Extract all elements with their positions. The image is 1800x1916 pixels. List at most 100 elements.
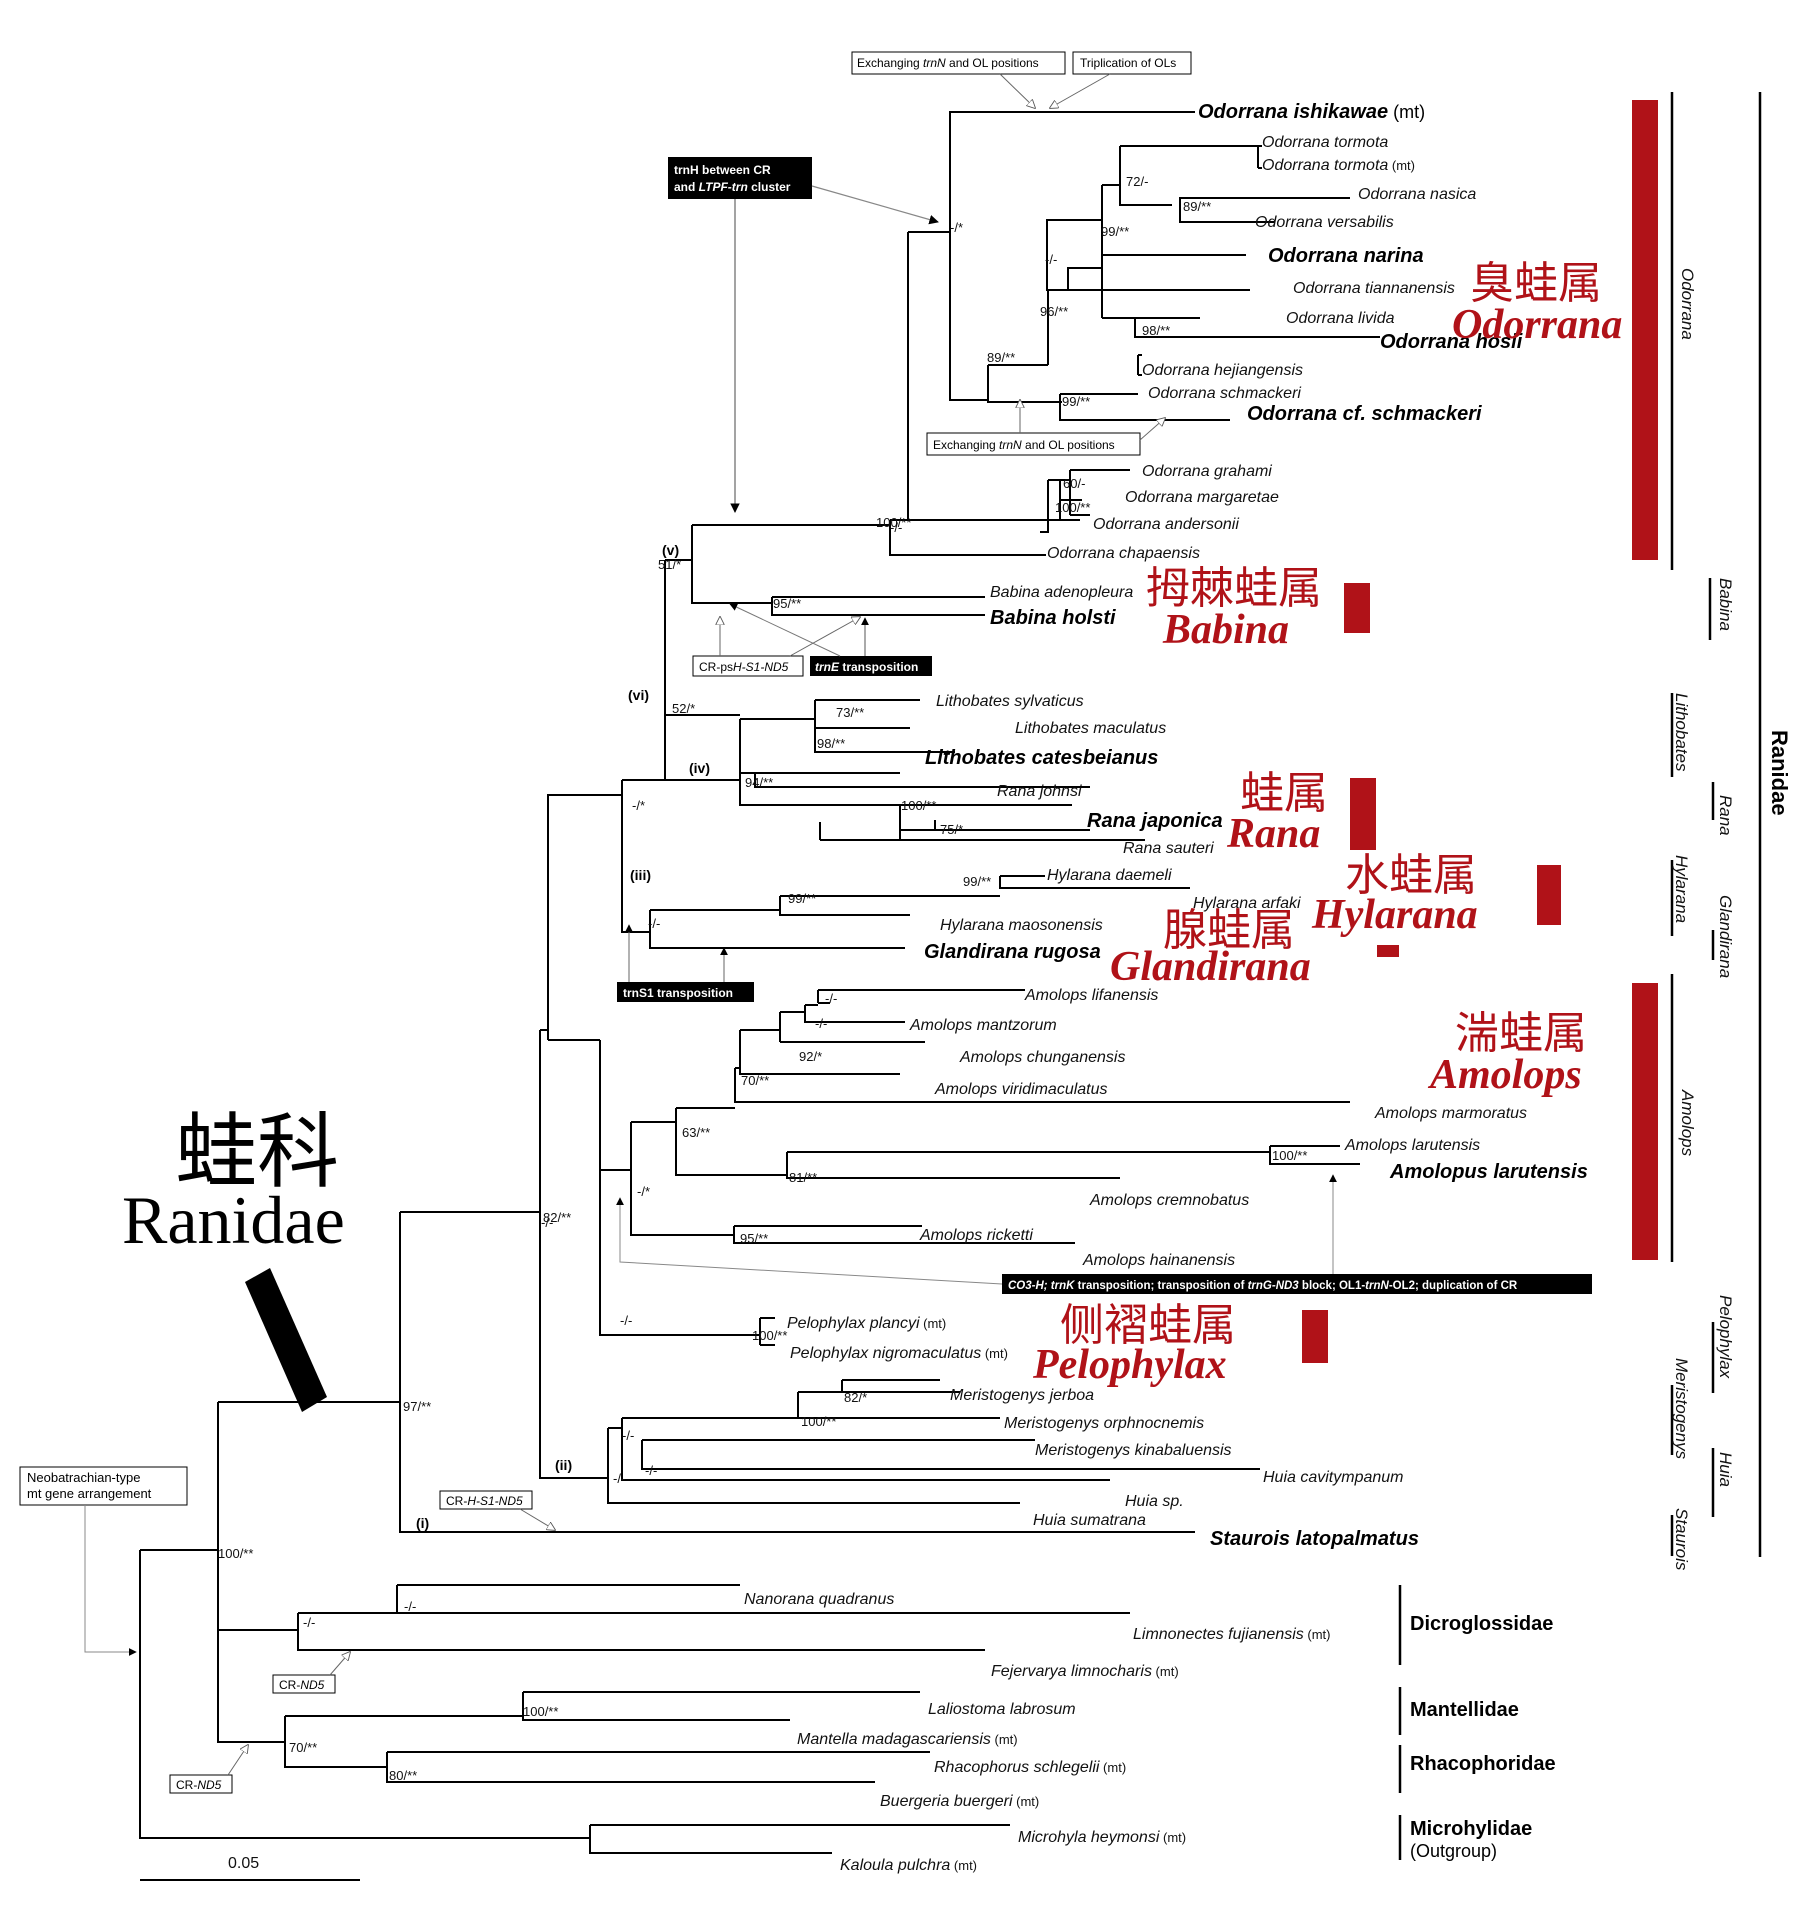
family-rhacophoridae: Rhacophoridae [1410, 1753, 1556, 1775]
cn-pelophylax: 侧褶蛙属 [1060, 1300, 1236, 1351]
taxon-label: Amolops hainanensis [1082, 1252, 1235, 1269]
taxon-label: Glandirana rugosa [924, 941, 1101, 963]
support-values: 72/-89/**99/**-/-96/**98/**89/**-/*99/**… [218, 174, 1307, 1783]
support-value: -/* [632, 798, 645, 813]
support-value: -/- [620, 1313, 632, 1328]
annotation-triplication: Triplication of OLs [1080, 56, 1176, 70]
support-value: -/* [637, 1184, 650, 1199]
side-odorrana: Odorrana [1678, 268, 1697, 340]
taxon-label: Fejervarya limnocharis (mt) [991, 1663, 1179, 1680]
taxon-label: Amolops lifanensis [1024, 987, 1158, 1004]
taxon-label: Odorrana narina [1268, 245, 1424, 267]
support-value: 82/* [844, 1390, 867, 1405]
taxon-label: Odorrana versabilis [1255, 214, 1394, 231]
ranidae-marker-bar [245, 1268, 327, 1412]
side-rana: Rana [1716, 795, 1735, 836]
taxon-label: Hylarana daemeli [1047, 867, 1172, 884]
annotations: Exchanging trnN and OL positions Triplic… [19, 51, 1592, 1794]
taxon-label: Odorrana hosii [1380, 331, 1523, 353]
taxon-label: Meristogenys jerboa [950, 1387, 1094, 1404]
cn-hylarana: 水蛙属 [1345, 850, 1477, 901]
support-value: 100/** [1272, 1148, 1307, 1163]
support-value: 89/** [987, 350, 1015, 365]
support-value: 89/** [1183, 199, 1211, 214]
taxon-label: Hylarana arfaki [1193, 895, 1301, 912]
support-value: 100/** [523, 1704, 558, 1719]
support-value: 97/** [403, 1399, 431, 1414]
support-value: -/- [645, 1463, 657, 1478]
scale-bar-label: 0.05 [228, 1855, 259, 1872]
side-amolops: Amolops [1678, 1089, 1697, 1157]
support-value: -/- [815, 1016, 827, 1031]
taxon-label: Nanorana quadranus [744, 1591, 894, 1608]
taxon-label: Odorrana tormota [1262, 134, 1388, 151]
ranidae-chinese-label: 蛙科 [175, 1105, 339, 1200]
annotation-box-cr-hs1 [439, 1490, 533, 1510]
taxon-label: Odorrana ishikawae (mt) [1198, 101, 1425, 123]
support-value: -/- [825, 991, 837, 1006]
annotation-box-triplication [1072, 51, 1192, 75]
support-value: -/- [613, 1471, 625, 1486]
support-value: -/- [303, 1615, 315, 1630]
support-value: 75/* [940, 822, 963, 837]
red-bar-amolops [1632, 983, 1658, 1260]
lat-hylarana: Hylarana [1311, 892, 1478, 938]
red-bar-pelophylax [1302, 1310, 1328, 1363]
support-value: -/- [648, 916, 660, 931]
taxon-label: Buergeria buergeri (mt) [880, 1793, 1039, 1810]
taxon-label: Kaloula pulchra (mt) [840, 1857, 977, 1874]
taxon-label: Laliostoma labrosum [928, 1701, 1076, 1718]
side-meristogenys: Meristogenys [1672, 1358, 1691, 1460]
annotation-box-trnS1 [617, 982, 754, 1002]
annotation-box-exchanging-mid [926, 432, 1141, 456]
taxa-labels: Odorrana ishikawae (mt) Odorrana tormotaO… [744, 101, 1588, 1874]
support-value: 100/** [801, 1414, 836, 1429]
side-lithobates: Lithobates [1672, 693, 1691, 772]
side-staurois: Staurois [1672, 1508, 1691, 1571]
annotation-neobatrachian-1: Neobatrachian-type [27, 1470, 140, 1485]
side-hylarana: Hylarana [1672, 855, 1691, 923]
support-value: 99/** [1062, 394, 1090, 409]
side-ranidae: Ranidae [1767, 730, 1792, 816]
taxon-label: Odorrana nasica [1358, 186, 1476, 203]
red-bar-babina [1344, 583, 1370, 633]
family-microhylidae: Microhylidae [1410, 1818, 1532, 1840]
side-babina: Babina [1716, 578, 1735, 631]
annotation-box-cr-nd5-b [169, 1774, 233, 1794]
taxon-label: Odorrana chapaensis [1047, 545, 1200, 562]
support-value: 72/- [1126, 174, 1148, 189]
annotation-box-trnH [668, 157, 812, 199]
taxon-label: Babina holsti [990, 607, 1116, 629]
support-value: -/- [404, 1599, 416, 1614]
taxon-label: Microhyla heymonsi (mt) [1018, 1829, 1186, 1846]
taxon-label: Rana japonica [1087, 810, 1223, 832]
annotation-trnE: trnE transposition [815, 660, 918, 674]
support-value: 95/** [740, 1231, 768, 1246]
taxon-label: Rhacophorus schlegelii (mt) [934, 1759, 1126, 1776]
side-huia: Huia [1716, 1452, 1735, 1487]
clade-label: (iv) [689, 760, 710, 776]
annotation-cr-nd5-b: CR-ND5 [176, 1778, 222, 1792]
taxon-label: Odorrana margaretae [1125, 489, 1279, 506]
annotation-trnH-line1: trnH between CR [674, 163, 771, 177]
red-bar-glandirana [1377, 945, 1399, 957]
support-value: -/- [541, 1215, 553, 1230]
support-value: 82/** [543, 1210, 571, 1225]
lat-amolops: Amolops [1427, 1052, 1582, 1098]
cn-odorrana: 臭蛙属 [1470, 258, 1602, 309]
support-value: -/- [1045, 252, 1057, 267]
red-bar-odorrana [1632, 100, 1658, 560]
family-outgroup: (Outgroup) [1410, 1841, 1497, 1861]
annotation-box-cr-nd5-a [272, 1674, 336, 1694]
support-value: 100/** [218, 1546, 253, 1561]
side-genus-labels: Odorrana Babina Lithobates Rana Hylarana… [1672, 268, 1792, 1571]
annotation-trnH-line2: and LTPF-trn cluster [674, 180, 791, 194]
annotation-co3h: CO3-H; trnK transposition; transposition… [1008, 1280, 1518, 1292]
taxon-label: Odorrana schmackeri [1148, 385, 1301, 402]
annotation-box-co3h [1002, 1274, 1592, 1294]
taxon-label: Odorrana andersonii [1093, 516, 1239, 533]
support-value: 100/** [1055, 500, 1090, 515]
family-mantellidae: Mantellidae [1410, 1699, 1519, 1721]
red-bar-rana [1350, 778, 1376, 850]
clade-labels: (i)(ii)(iii)(iv)(v)(vi) [416, 542, 710, 1531]
